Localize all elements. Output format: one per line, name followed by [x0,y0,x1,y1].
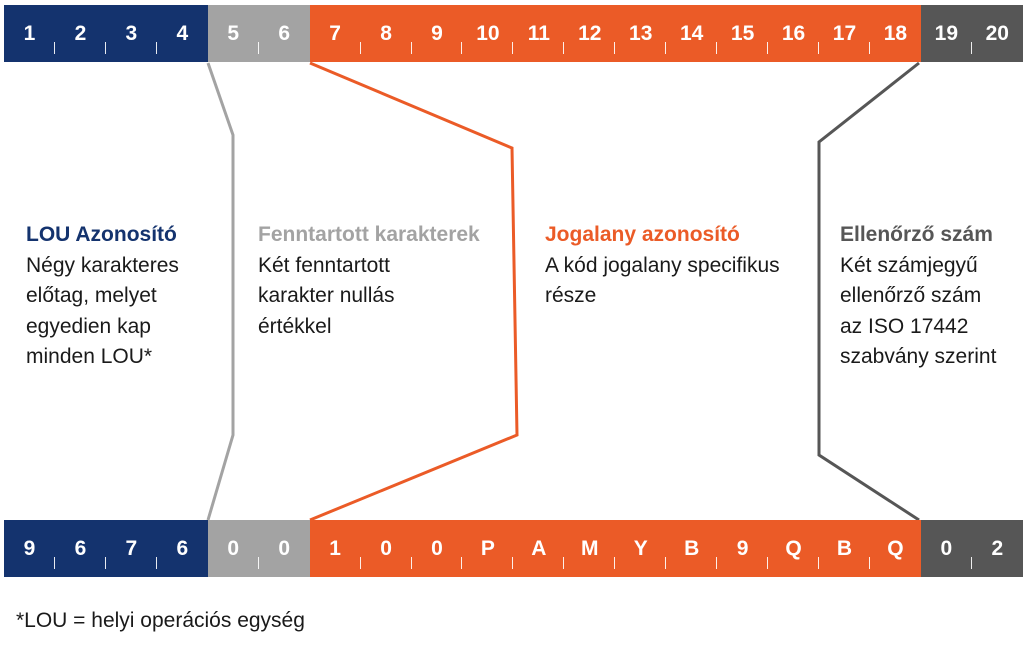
lou-description: LOU Azonosító Négy karakteres előtag, me… [26,220,226,373]
position-cell: 12 [564,5,616,62]
reserved-description: Fenntartott karakterek Két fenntartott k… [258,220,508,342]
check-description: Ellenőrző szám Két számjegyű ellenőrző s… [840,220,1020,373]
lou-title: LOU Azonosító [26,223,177,246]
position-cell: 15 [717,5,769,62]
check-title: Ellenőrző szám [840,223,993,246]
reserved-body: Két fenntartott karakter nullás értékkel [258,253,395,338]
code-character-cell: 9 [4,520,55,577]
position-cell: 20 [971,5,1023,62]
position-cell: 17 [819,5,870,62]
position-cell: 5 [207,5,259,62]
code-character-cell: P [462,520,514,577]
code-character-cell: Y [615,520,667,577]
position-cell: 6 [258,5,310,62]
code-character-cell: 0 [207,520,259,577]
entity-body: A kód jogalany specifikus része [545,253,780,308]
code-character-cell: Q [768,520,819,577]
entity-title: Jogalany azonosító [545,223,740,246]
position-cell: 11 [513,5,565,62]
code-character-cell: B [666,520,718,577]
code-character-cell: 2 [971,520,1023,577]
code-character-cell: 6 [54,520,106,577]
code-character-cell: 0 [360,520,412,577]
position-cell: 3 [105,5,157,62]
code-character-cell: 0 [411,520,463,577]
position-cell: 14 [666,5,718,62]
position-cell: 16 [768,5,819,62]
position-cell: 8 [360,5,412,62]
code-character-cell: M [564,520,616,577]
code-character-cell: 9 [717,520,769,577]
position-cell: 10 [462,5,514,62]
position-cell: 1 [4,5,55,62]
position-cell: 2 [54,5,106,62]
code-character-cell: 0 [258,520,310,577]
code-character-cell: A [513,520,565,577]
check-body: Két számjegyű ellenőrző szám az ISO 1744… [840,253,997,369]
code-character-cell: 7 [105,520,157,577]
entity-description: Jogalany azonosító A kód jogalany specif… [545,220,815,312]
position-cell: 19 [920,5,972,62]
reserved-title: Fenntartott karakterek [258,223,480,246]
position-cell: 7 [309,5,361,62]
code-character-cell: 1 [309,520,361,577]
lou-body: Négy karakteres előtag, melyet egyedien … [26,253,179,369]
footnote: *LOU = helyi operációs egység [16,609,305,632]
code-character-cell: B [819,520,870,577]
position-cell: 18 [869,5,921,62]
code-character-cell: Q [869,520,921,577]
code-character-cell: 6 [156,520,208,577]
position-cell: 4 [156,5,208,62]
position-cell: 13 [615,5,667,62]
position-cell: 9 [411,5,463,62]
code-character-cell: 0 [920,520,972,577]
